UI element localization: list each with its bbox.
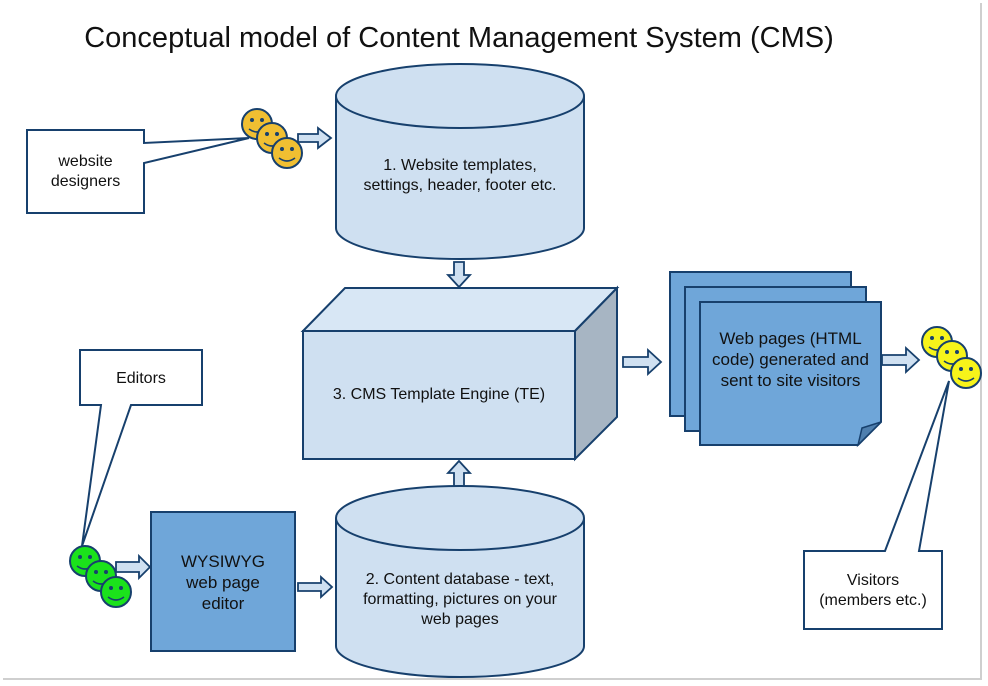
wysiwyg-label-line: web page xyxy=(186,573,260,592)
editors-label-line: Editors xyxy=(116,370,166,387)
designers-smiley-icon xyxy=(241,108,303,169)
visitors-callout-shape xyxy=(803,380,950,630)
web-pages-label: Web pages (HTML code) generated and sent… xyxy=(700,328,881,391)
web-pages-label-line: sent to site visitors xyxy=(720,371,861,390)
content-db-label-line: web pages xyxy=(421,611,499,628)
arrow-templates-to-engine xyxy=(445,261,473,289)
web-pages-label-line: code) generated and xyxy=(712,350,869,369)
arrow-webpages-to-visitors xyxy=(881,345,921,375)
arrow-engine-to-webpages xyxy=(622,347,663,377)
wysiwyg-label-line: WYSIWYG xyxy=(180,552,266,571)
designers-label-line: website xyxy=(58,153,113,170)
visitors-smiley-icon xyxy=(921,326,982,389)
wysiwyg-editor-box xyxy=(150,511,296,652)
web-pages-label-line: Web pages (HTML xyxy=(719,329,862,348)
visitors-label-line: (members etc.) xyxy=(819,592,927,609)
diagram-frame xyxy=(3,3,982,680)
designers-label-line: designers xyxy=(50,173,121,190)
arrow-editors-to-wysiwyg xyxy=(115,553,152,581)
arrow-wysiwyg-to-content xyxy=(297,574,334,600)
content-db-label: 2. Content database - text, formatting, … xyxy=(336,570,584,630)
content-database-cylinder xyxy=(335,485,585,678)
diagram-title: Conceptual model of Content Management S… xyxy=(84,22,834,54)
templates-db-label-line: settings, header, footer etc. xyxy=(363,177,557,194)
templates-db-label-line: 1. Website templates, xyxy=(383,157,537,174)
designers-callout-shape xyxy=(26,129,250,214)
visitors-label-line: Visitors xyxy=(846,572,900,589)
content-db-label-line: formatting, pictures on your xyxy=(363,591,557,608)
designers-callout-label: website designers xyxy=(27,152,144,192)
arrow-designers-to-templates xyxy=(297,126,333,150)
web-pages-stack xyxy=(669,271,882,448)
templates-db-label: 1. Website templates, settings, header, … xyxy=(336,156,584,196)
content-db-label-line: 2. Content database - text, xyxy=(365,571,555,588)
editors-smiley-icon xyxy=(69,545,132,608)
editors-callout-shape xyxy=(79,349,203,547)
wysiwyg-editor-label: WYSIWYG web page editor xyxy=(151,551,295,614)
editors-callout-label: Editors xyxy=(80,369,202,389)
templates-database-cylinder xyxy=(335,63,585,260)
template-engine-label: 3. CMS Template Engine (TE) xyxy=(332,386,546,403)
template-engine-box xyxy=(300,285,620,462)
arrow-content-to-engine xyxy=(445,459,473,488)
wysiwyg-label-line: editor xyxy=(201,594,245,613)
visitors-callout-label: Visitors (members etc.) xyxy=(804,571,942,611)
